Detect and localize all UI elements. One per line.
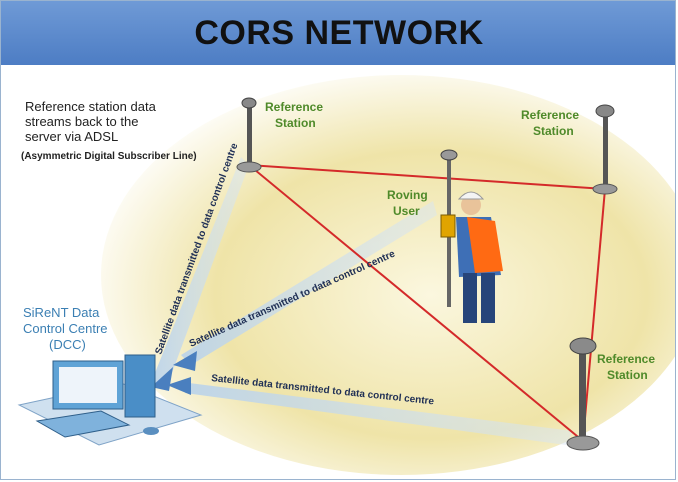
link-north-south bbox=[248, 164, 584, 442]
data-beam-rover bbox=[181, 201, 437, 365]
data-beam-north bbox=[151, 157, 249, 389]
link-north-east bbox=[248, 164, 606, 190]
station-east-label-1: Reference bbox=[521, 108, 579, 122]
data-beam-south bbox=[185, 383, 573, 445]
station-north-label-1: Reference bbox=[265, 100, 323, 114]
roving-user-figure bbox=[440, 149, 503, 323]
note-line-3: server via ADSL bbox=[25, 129, 118, 144]
station-south-label-2: Station bbox=[607, 368, 648, 382]
arrow-head-south bbox=[167, 377, 191, 395]
rover-label-1: Roving bbox=[387, 188, 428, 202]
reference-station-north bbox=[236, 97, 262, 173]
dcc-computer bbox=[17, 354, 203, 446]
dcc-label: SiReNT Data Control Centre (DCC) bbox=[23, 305, 108, 352]
note-line-1: Reference station data bbox=[25, 99, 157, 114]
note-line-4: (Asymmetric Digital Subscriber Line) bbox=[21, 151, 197, 162]
station-north-label-2: Station bbox=[275, 116, 316, 130]
dcc-label-1: SiReNT Data bbox=[23, 305, 100, 320]
adsl-note: Reference station data streams back to t… bbox=[21, 99, 197, 162]
note-line-2: streams back to the bbox=[25, 114, 138, 129]
reference-station-east bbox=[592, 104, 618, 195]
title-bar: CORS NETWORK bbox=[1, 1, 675, 65]
rover-label-2: User bbox=[393, 204, 420, 218]
network-scene: Reference station data streams back to t… bbox=[17, 75, 675, 475]
dcc-label-3: (DCC) bbox=[49, 337, 86, 352]
dcc-label-2: Control Centre bbox=[23, 321, 108, 336]
link-east-south bbox=[582, 188, 606, 442]
station-south-label-1: Reference bbox=[597, 352, 655, 366]
reference-station-south bbox=[566, 337, 600, 451]
page-title: CORS NETWORK bbox=[194, 13, 484, 52]
station-east-label-2: Station bbox=[533, 124, 574, 138]
arrow-head-rover bbox=[173, 351, 197, 371]
